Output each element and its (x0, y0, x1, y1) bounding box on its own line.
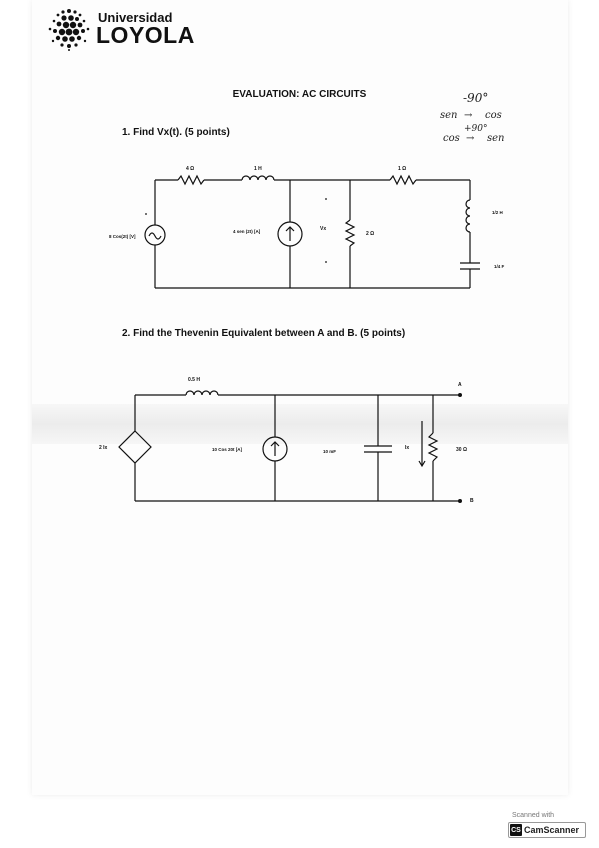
label-10mf: 10 mF (323, 449, 336, 454)
current-source-icon (277, 221, 303, 247)
scanned-with-label: Scanned with (512, 812, 555, 819)
note-arrow-2: → (466, 133, 475, 144)
note-angle-minus: -90° (463, 91, 489, 105)
note-sen-to: sen (487, 133, 505, 144)
label-30ohm: 30 Ω (456, 447, 467, 453)
question-1-text: 1. Find Vx(t). (5 points) (122, 127, 230, 138)
document-page (32, 0, 568, 795)
note-angle-plus: +90° (464, 124, 488, 134)
label-current-source: 4 sen (2t) [A] (233, 229, 261, 234)
label-2ix: 2 Ix (99, 445, 108, 451)
inductor-1h (241, 175, 275, 181)
label-1h: 1 H (254, 166, 262, 172)
circuit-2-diagram: 0.5 H 2 Ix 10 Cos 20t [A] 10 mF Ix 30 Ω … (99, 377, 474, 504)
label-4ohm: 4 Ω (186, 166, 194, 172)
label-05h: 0.5 H (188, 377, 200, 383)
scan-shadow-band (32, 404, 568, 444)
label-node-a: A (458, 382, 462, 388)
university-brand: LOYOLA (96, 22, 195, 48)
circuit-1-diagram: 4 Ω 1 H 1 Ω 8 Cos(2t) [V] 4 sen (2t) [A]… (109, 166, 505, 289)
inductor-half-h (465, 199, 471, 233)
label-quarter-f: 1/4 F (494, 264, 505, 269)
question-2-text: 2. Find the Thevenin Equivalent between … (122, 328, 406, 339)
resistor-30ohm (427, 432, 439, 462)
university-label: Universidad (98, 10, 173, 25)
label-node-b: B (470, 498, 474, 504)
resistor-2ohm (344, 219, 356, 247)
voltage-source-ac-icon (144, 224, 166, 246)
label-vx: Vx (320, 226, 326, 232)
node-a-terminal (458, 393, 462, 397)
note-cos-to: cos (485, 110, 502, 121)
label-current-source: 10 Cos 20t [A] (212, 447, 243, 452)
loyola-logo-icon (48, 9, 90, 51)
camscanner-icon: CS (510, 824, 522, 836)
label-voltage-source: 8 Cos(2t) [V] (109, 234, 136, 239)
note-sen-from: sen (440, 110, 458, 121)
note-arrow-1: → (464, 110, 473, 121)
dependent-source-icon (118, 430, 152, 464)
label-ix: Ix (405, 445, 409, 451)
current-source-icon (262, 436, 288, 462)
note-cos-from: cos (443, 133, 460, 144)
label-2ohm: 2 Ω (366, 231, 374, 237)
page-title: EVALUATION: AC CIRCUITS (232, 89, 367, 100)
label-half-h: 1/2 H (492, 210, 503, 215)
label-1ohm: 1 Ω (398, 166, 406, 172)
resistor-4ohm (177, 174, 205, 186)
camscanner-name: CamScanner (524, 825, 580, 835)
node-b-terminal (458, 499, 462, 503)
resistor-1ohm (389, 174, 417, 186)
camscanner-badge: CS CamScanner (508, 822, 586, 838)
inductor-05h (185, 390, 219, 396)
